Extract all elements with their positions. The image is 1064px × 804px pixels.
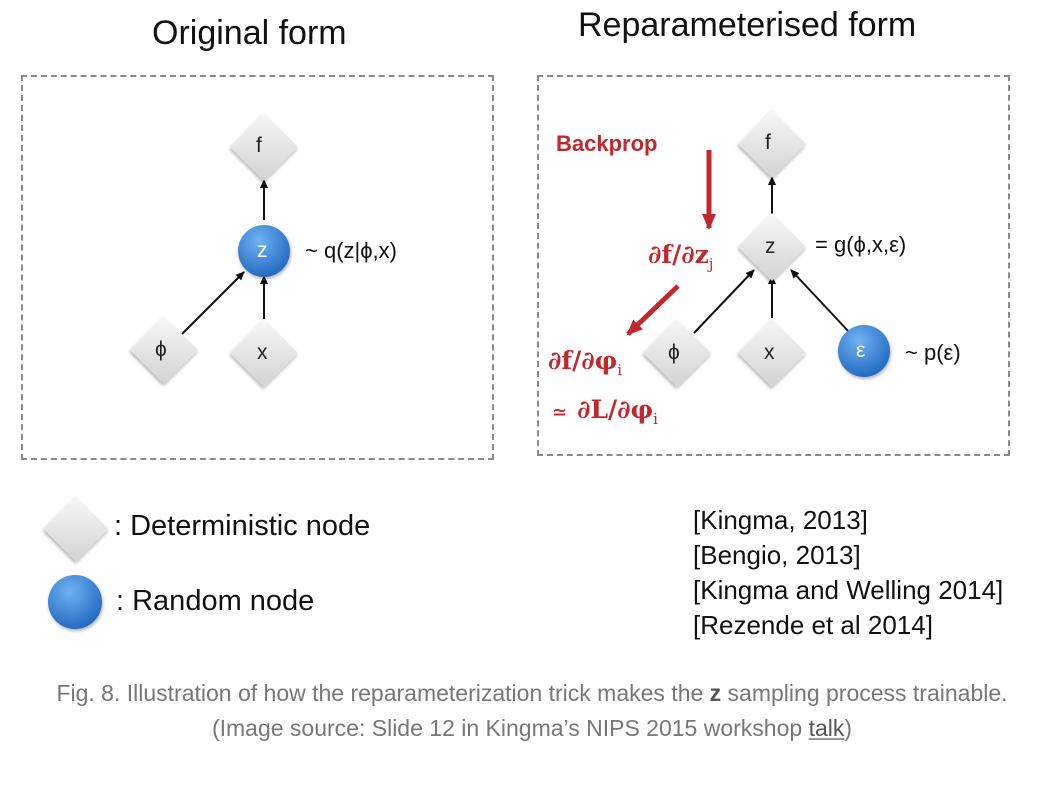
backprop-label: Backprop (556, 131, 658, 156)
grad-f-wrt-phi-main: ∂f/∂φ (548, 346, 618, 375)
node-x-right-label: x (764, 341, 775, 364)
node-f-right-label: f (765, 131, 771, 154)
reparameterised-form-panel (537, 75, 1010, 456)
edge-phi-to-z-left (181, 271, 245, 335)
original-form-title: Original form (152, 14, 347, 52)
grad-f-wrt-phi: ∂f/∂φi (548, 346, 622, 379)
legend-diamond-icon (43, 496, 109, 562)
node-phi-left-label: ϕ (155, 338, 167, 361)
reference-item: [Kingma, 2013] (693, 505, 868, 535)
z-equation-right: = g(ϕ,x,ε) (815, 232, 907, 257)
node-phi-left (130, 316, 198, 384)
edge-phi-to-z-right (693, 269, 755, 334)
reference-item: [Bengio, 2013] (693, 540, 861, 570)
grad-L-wrt-phi: ≃ ∂L/∂φi (552, 395, 658, 428)
reference-item: [Rezende et al 2014] (693, 610, 933, 640)
legend-random-label: : Random node (116, 585, 315, 617)
z-distribution-left: ~ q(z|ϕ,x) (305, 238, 397, 263)
grad-f-wrt-z: ∂f/∂zj (648, 240, 713, 273)
grad-L-wrt-phi-sub: i (653, 410, 658, 428)
grad-L-prefix: ≃ (552, 402, 568, 423)
node-f-right (738, 110, 806, 178)
node-f-left-label: f (256, 134, 262, 157)
original-form-panel (21, 75, 494, 460)
node-phi-right-label: ϕ (668, 341, 680, 364)
caption-z-symbol: z (709, 680, 722, 706)
node-eps-right-label: ε (856, 339, 866, 362)
node-phi-right (643, 319, 711, 387)
caption-text-2: sampling process trainable.(Image source… (211, 680, 1008, 741)
node-f-left (230, 113, 298, 181)
node-z-right-label: z (765, 235, 776, 258)
grad-f-wrt-z-main: ∂f/∂z (648, 240, 709, 269)
legend-circle-icon (48, 575, 102, 629)
figure-caption: Fig. 8. Illustration of how the reparame… (40, 676, 1024, 746)
edge-eps-to-z-right (790, 269, 851, 334)
legend-deterministic-label: : Deterministic node (114, 510, 371, 542)
grad-f-wrt-phi-sub: i (617, 361, 623, 379)
caption-text-1: Fig. 8. Illustration of how the reparame… (56, 680, 710, 706)
reparameterised-form-title: Reparameterised form (578, 6, 917, 44)
node-x-left-label: x (257, 341, 268, 364)
references-list: [Kingma, 2013] [Bengio, 2013] [Kingma an… (693, 503, 1003, 643)
node-z-left (238, 225, 290, 277)
grad-L-wrt-phi-main: ∂L/∂φ (577, 395, 654, 424)
reference-item: [Kingma and Welling 2014] (693, 575, 1004, 605)
grad-f-wrt-z-sub: j (708, 255, 714, 273)
caption-talk-link[interactable]: talk (808, 715, 845, 741)
eps-distribution-right: ~ p(ε) (905, 340, 961, 365)
node-x-right (738, 319, 806, 387)
node-z-left-label: z (257, 239, 268, 262)
node-x-left (230, 319, 298, 387)
backprop-arrow-diagonal (626, 284, 680, 336)
caption-text-3: ) (844, 715, 853, 741)
node-eps-right (838, 325, 890, 377)
